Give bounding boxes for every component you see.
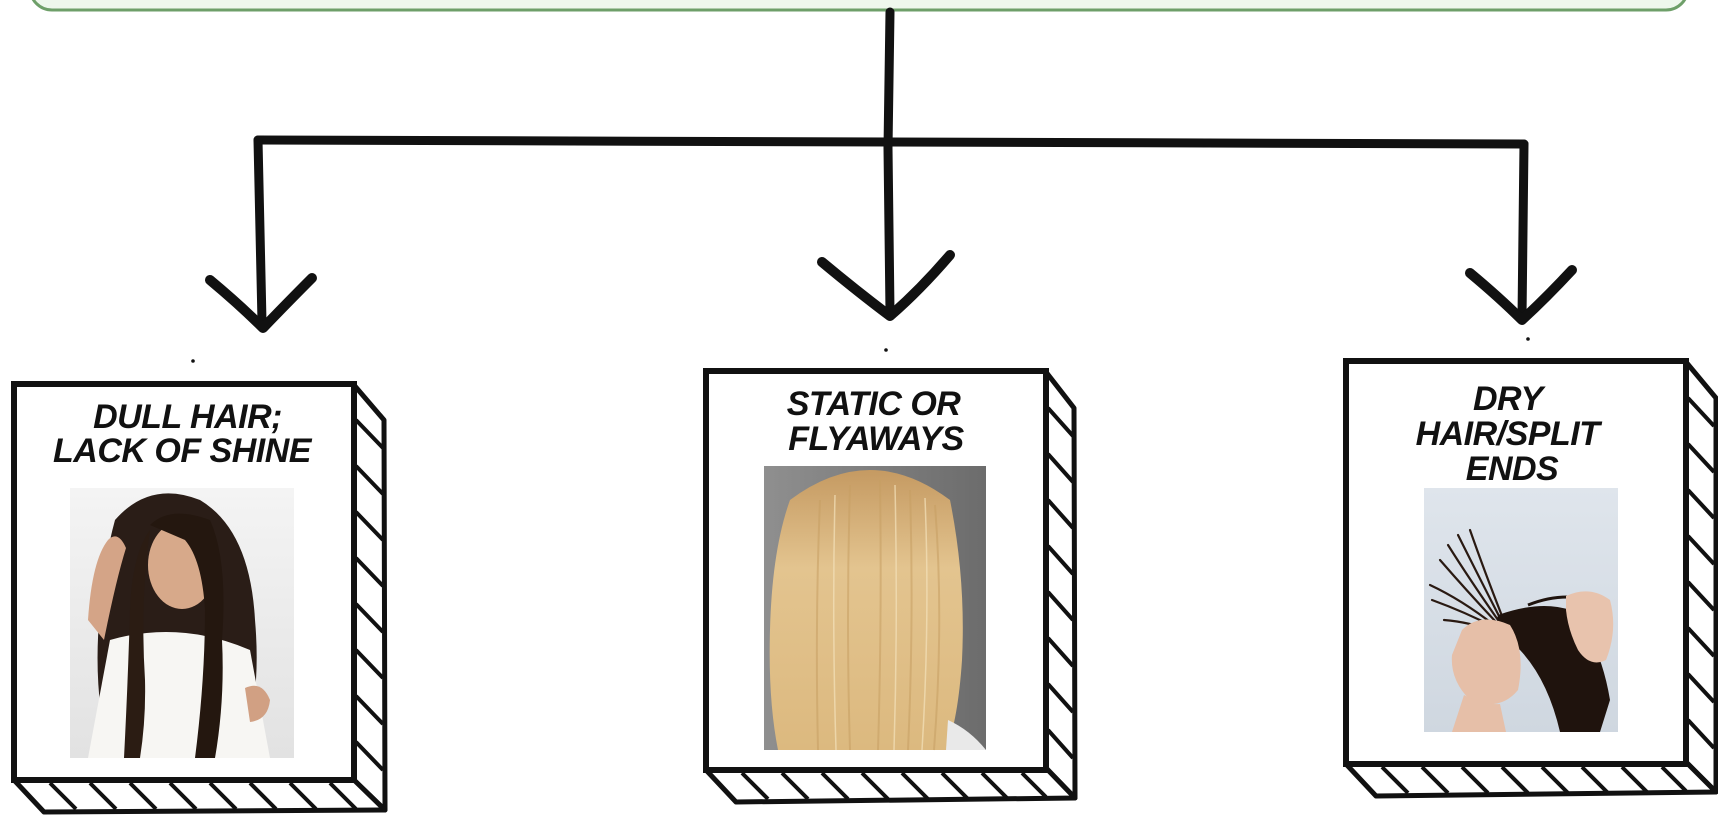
card-hatching	[740, 406, 1075, 801]
branch-line	[253, 135, 1529, 149]
photo-woman-dark-hair	[70, 488, 294, 758]
right-stem	[1517, 139, 1529, 323]
card-static-flyaways: STATIC OR FLYAWAYS	[703, 368, 1078, 805]
photo-blonde-hair	[764, 466, 986, 751]
card-caption: DRY HAIR/SPLIT ENDS	[1416, 380, 1609, 488]
card-caption: STATIC OR FLYAWAYS	[787, 385, 970, 458]
dot-mark	[191, 359, 195, 363]
connector-lines	[253, 7, 1529, 327]
arrowhead-right-icon	[1465, 265, 1577, 325]
photo-split-ends	[1424, 488, 1618, 732]
card-face	[703, 368, 1049, 773]
card-dry-hair: DRY HAIR/SPLIT ENDS	[1343, 358, 1718, 799]
dot-mark	[884, 348, 888, 352]
arrowhead-left-icon	[205, 273, 317, 333]
arrowhead-center-icon	[817, 250, 955, 321]
top-banner	[31, 0, 1687, 12]
trunk-line	[883, 7, 895, 317]
dot-mark	[1526, 337, 1530, 341]
card-hatching	[48, 418, 385, 811]
card-hatching	[1380, 396, 1716, 795]
card-caption: DULL HAIR; LACK OF SHINE	[53, 398, 313, 470]
card-dull-hair: DULL HAIR; LACK OF SHINE	[11, 381, 388, 815]
left-stem	[253, 135, 267, 327]
